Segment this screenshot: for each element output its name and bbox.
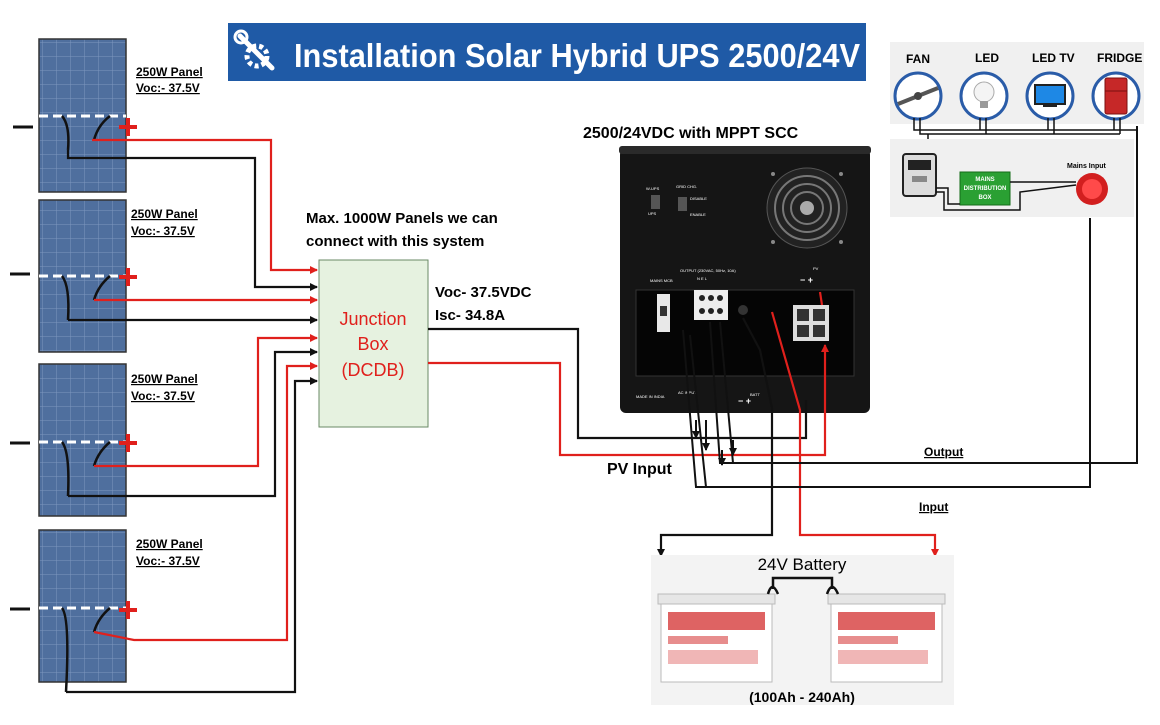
ups-mode-switch (651, 195, 660, 209)
distribution-box-line2: DISTRIBUTION (964, 186, 1007, 192)
capacity-note-line2: connect with this system (306, 233, 484, 250)
led-tv-icon (1025, 71, 1075, 121)
wrench-gear-icon (233, 29, 275, 71)
batt-polarity-label: − + (738, 396, 751, 406)
page-title: Installation Solar Hybrid UPS 2500/24V (294, 37, 860, 74)
load-led-label: LED (975, 51, 999, 65)
output-label: Output (924, 445, 963, 459)
panel-wires (66, 138, 318, 694)
plus-icon (119, 118, 137, 136)
inverter-unit: GRID CHG. W-UPS UPS DISABLE ENABLE MAINS… (619, 146, 871, 413)
pv-polarity-label: − + (800, 275, 813, 285)
made-in-label: MADE IN INDIA (636, 394, 665, 399)
negative-terminal-icons (10, 125, 33, 611)
panel-4-name: 250W Panel (136, 537, 203, 551)
grid-charge-switch (678, 197, 687, 211)
panel-2-voc: Voc:- 37.5V (131, 224, 195, 238)
ac-wires (682, 126, 1138, 488)
junction-box-line2: Box (357, 334, 388, 354)
disable-label: DISABLE (690, 196, 707, 201)
load-fridge-label: FRIDGE (1097, 51, 1142, 65)
junction-box-line1: Junction (339, 309, 406, 329)
panel-1-voc: Voc:- 37.5V (136, 81, 200, 95)
positive-terminal-icons (119, 118, 137, 619)
pv-label: PV (813, 266, 819, 271)
mains-input-label: Mains Input (1067, 163, 1107, 170)
ac-input-socket (738, 305, 748, 315)
solar-panel-4 (38, 529, 127, 693)
mains-mcb-label: MAINS MCB (650, 278, 673, 283)
distribution-box-line1: MAINS (975, 177, 994, 183)
led-bulb-icon (959, 71, 1009, 121)
pv-terminal-block (793, 305, 829, 341)
panel-1-name: 250W Panel (136, 65, 203, 79)
pv-voc-spec: Voc- 37.5VDC (435, 284, 532, 301)
battery-capacity: (100Ah - 240Ah) (749, 689, 855, 705)
load-fan-label: FAN (906, 52, 930, 66)
ups-label: UPS (648, 211, 657, 216)
plus-icon (119, 268, 137, 286)
title-banner: Installation Solar Hybrid UPS 2500/24V (228, 23, 866, 81)
pv-isc-spec: Isc- 34.8A (435, 307, 505, 324)
battery-title: 24V Battery (758, 555, 847, 574)
pv-input-wires (428, 291, 829, 457)
fan-grill-icon (766, 167, 848, 249)
capacity-note-line1: Max. 1000W Panels we can (306, 210, 498, 227)
panel-3-name: 250W Panel (131, 372, 198, 386)
distribution-panel: MAINS DISTRIBUTION BOX Mains Input (890, 139, 1134, 217)
mains-distribution-box (959, 171, 1011, 206)
panel-3-voc: Voc:- 37.5V (131, 389, 195, 403)
junction-box: Junction Box (DCDB) (318, 259, 429, 428)
distribution-box-line3: BOX (978, 195, 991, 201)
inverter-title: 2500/24VDC with MPPT SCC (583, 125, 799, 142)
loads-panel: FAN LED LED TV FRIDGE (890, 42, 1144, 124)
grid-chg-label: GRID CHG. (676, 184, 697, 189)
nel-label: N E L (697, 276, 708, 281)
junction-box-line3: (DCDB) (342, 360, 405, 380)
plus-icon (119, 434, 137, 452)
battery-1-icon (657, 593, 776, 683)
fridge-icon (1091, 71, 1141, 121)
enable-label: ENABLE (690, 212, 706, 217)
output-terminal-block (694, 290, 728, 320)
panel-2-name: 250W Panel (131, 207, 198, 221)
w-ups-label: W-UPS (646, 186, 660, 191)
input-label: Input (919, 500, 948, 514)
solar-panel-3 (38, 363, 127, 517)
fan-icon (893, 71, 943, 121)
energy-meter-icon (902, 153, 937, 197)
pv-input-label: PV Input (607, 461, 673, 478)
plus-icon (119, 601, 137, 619)
solar-panel-1 (38, 38, 127, 193)
load-led-tv-label: LED TV (1032, 51, 1075, 65)
battery-bank: 24V Battery (100Ah - 240Ah) (651, 555, 954, 705)
solar-panel-2 (38, 199, 127, 353)
output-spec-label: OUTPUT (230VAC, 50Hz, 10A) (680, 268, 736, 273)
batt-label: BATT (750, 392, 760, 397)
panel-4-voc: Voc:- 37.5V (136, 554, 200, 568)
battery-wires (657, 311, 939, 557)
mains-plug-icon (1076, 173, 1108, 205)
battery-series-link (766, 576, 840, 595)
battery-2-icon (827, 593, 946, 683)
